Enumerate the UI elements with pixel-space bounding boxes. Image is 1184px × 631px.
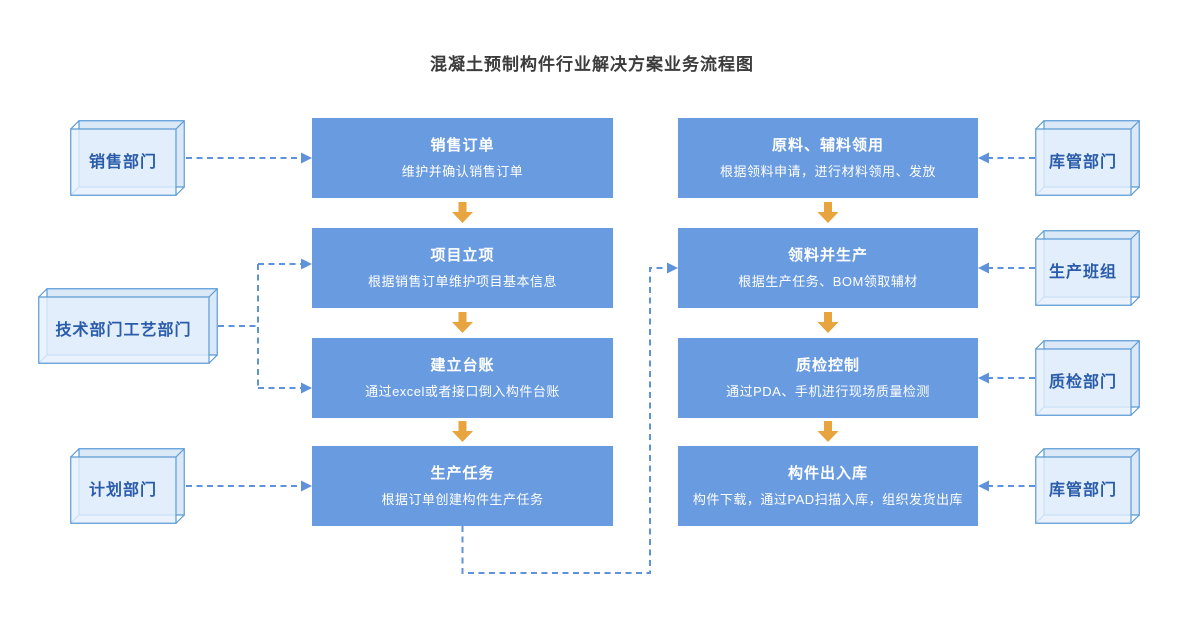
flow-down-arrow (452, 421, 473, 442)
process-desc: 通过PDA、手机进行现场质量检测 (726, 384, 930, 399)
process-receive-produce: 领料并生产 根据生产任务、BOM领取辅材 (678, 228, 978, 308)
diagram-title: 混凝土预制构件行业解决方案业务流程图 (430, 55, 754, 74)
arrowhead-component-inout (978, 480, 989, 492)
process-desc: 根据销售订单维护项目基本信息 (367, 274, 557, 289)
dept-label: 技术部门工艺部门 (55, 322, 192, 339)
process-production-task: 生产任务 根据订单创建构件生产任务 (312, 446, 613, 526)
process-desc: 根据领料申请，进行材料领用、发放 (719, 164, 936, 179)
dept-label: 库管部门 (1048, 154, 1117, 171)
cuboid-shape (70, 448, 185, 524)
dept-label: 质检部门 (1048, 374, 1117, 391)
process-quality-control: 质检控制 通过PDA、手机进行现场质量检测 (678, 338, 978, 418)
cuboid-shape (1035, 448, 1140, 524)
flow-down-arrow (452, 202, 473, 223)
process-title: 项目立项 (430, 247, 495, 264)
connector-tech-branch (218, 263, 302, 389)
process-project-initiation: 项目立项 根据销售订单维护项目基本信息 (312, 228, 613, 308)
arrowhead-receive-produce-right (978, 262, 989, 274)
dept-tech-craft: 技术部门工艺部门 (38, 288, 218, 364)
arrowhead-receive-produce-left (667, 262, 678, 274)
dept-quality: 质检部门 (1035, 340, 1140, 416)
process-title: 建立台账 (430, 357, 495, 374)
dept-label: 生产班组 (1048, 264, 1117, 281)
arrowhead-sales-order (301, 152, 312, 164)
dept-label: 计划部门 (88, 482, 157, 499)
process-title: 领料并生产 (787, 247, 868, 264)
process-desc: 通过excel或者接口倒入构件台账 (365, 384, 560, 399)
dept-production-team: 生产班组 (1035, 230, 1140, 306)
arrowhead-project-initiation (301, 258, 312, 270)
cuboid-shape (38, 288, 218, 364)
process-sales-order: 销售订单 维护并确认销售订单 (312, 118, 613, 198)
process-desc: 根据订单创建构件生产任务 (381, 492, 544, 507)
flow-down-arrow (817, 312, 839, 333)
process-desc: 根据生产任务、BOM领取辅材 (738, 274, 918, 289)
connector-task-to-produce (461, 267, 667, 574)
flow-down-arrow (817, 421, 839, 442)
process-title: 质检控制 (795, 357, 860, 374)
cuboid-shape (1035, 230, 1140, 306)
cuboid-shape (1035, 340, 1140, 416)
flow-down-arrow (817, 202, 839, 223)
cuboid-shape (1035, 120, 1140, 196)
process-component-inout: 构件出入库 构件下载，通过PAD扫描入库，组织发货出库 (678, 446, 978, 526)
dept-label: 库管部门 (1048, 482, 1117, 499)
cuboid-shape (70, 120, 185, 196)
process-ledger: 建立台账 通过excel或者接口倒入构件台账 (312, 338, 613, 418)
arrowhead-ledger (301, 382, 312, 394)
process-title: 销售订单 (430, 137, 495, 154)
dept-sales: 销售部门 (70, 120, 185, 196)
arrowhead-quality-control (978, 372, 989, 384)
process-title: 构件出入库 (787, 465, 868, 482)
arrowhead-material-requisition (978, 152, 989, 164)
process-material-requisition: 原料、辅料领用 根据领料申请，进行材料领用、发放 (678, 118, 978, 198)
process-desc: 维护并确认销售订单 (401, 164, 524, 179)
arrowhead-production-task (301, 480, 312, 492)
process-desc: 构件下载，通过PAD扫描入库，组织发货出库 (692, 492, 964, 507)
flow-down-arrow (452, 312, 473, 333)
dept-plan: 计划部门 (70, 448, 185, 524)
process-title: 原料、辅料领用 (771, 137, 884, 154)
dept-warehouse-1: 库管部门 (1035, 120, 1140, 196)
dept-label: 销售部门 (88, 154, 157, 171)
process-title: 生产任务 (430, 465, 495, 482)
dept-warehouse-2: 库管部门 (1035, 448, 1140, 524)
